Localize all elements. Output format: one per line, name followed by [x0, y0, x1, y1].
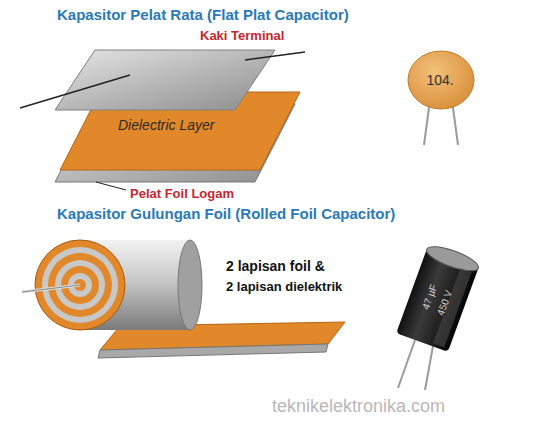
polarity-stripe [433, 268, 472, 347]
note-text: 2 lapisan dielektrik [226, 279, 342, 295]
section-heading: Kapasitor Gulungan Foil (Rolled Foil Cap… [57, 205, 395, 223]
terminal-wire [245, 52, 305, 60]
note-text: 2 lapisan foil & [226, 258, 325, 275]
watermark: teknikelektronika.com [272, 396, 445, 418]
part-label: Dielectric Layer [118, 117, 214, 134]
unrolled-foil [98, 344, 328, 358]
ceramic-capacitor [408, 51, 474, 109]
terminal-wire [22, 285, 80, 292]
terminal-wire [20, 75, 130, 108]
electrolytic-capacitor [396, 242, 481, 352]
roll-end [178, 240, 202, 330]
top-foil-plate [55, 50, 275, 110]
leader-line [96, 182, 126, 190]
capacitor-top [424, 242, 481, 276]
terminal-wire [22, 285, 80, 292]
capacitor-leg [425, 346, 433, 390]
part-label: Kaki Terminal [200, 28, 284, 44]
capacitor-code: 104. [426, 72, 453, 89]
section-heading: Kapasitor Pelat Rata (Flat Plat Capacito… [57, 6, 349, 24]
capacitor-leg [398, 340, 415, 388]
part-label: Pelat Foil Logam [130, 186, 234, 202]
